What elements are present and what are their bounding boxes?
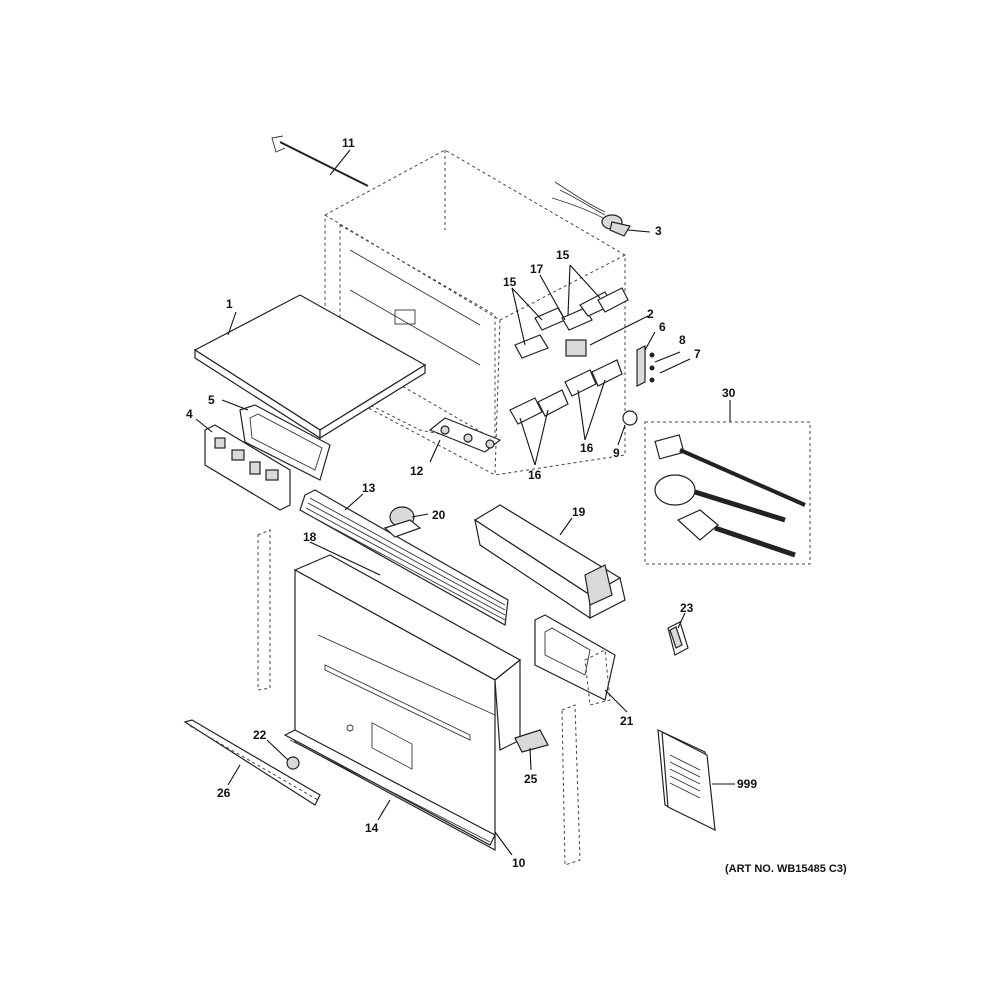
callout-17: 17 — [530, 262, 544, 276]
part-top-panel — [193, 294, 427, 440]
callout-12: 12 — [410, 464, 424, 478]
part-front-panel — [293, 554, 522, 852]
callout-26: 26 — [217, 786, 231, 800]
callout-7: 7 — [694, 347, 701, 361]
part-trim-strip — [283, 729, 496, 846]
part-small-bracket — [667, 621, 689, 656]
callout-18: 18 — [303, 530, 317, 544]
callout-14: 14 — [365, 821, 379, 835]
callout-6: 6 — [659, 320, 666, 334]
callout-999: 999 — [737, 777, 757, 791]
part-hinge — [514, 729, 549, 753]
callout-20: 20 — [432, 508, 446, 522]
callout-16b: 16 — [580, 441, 594, 455]
leader-lines — [195, 149, 735, 856]
callout-13: 13 — [362, 481, 376, 495]
callout-19: 19 — [572, 505, 586, 519]
part-control-board — [204, 424, 291, 511]
part-kick-plate — [183, 719, 321, 806]
callout-4: 4 — [186, 407, 193, 421]
part-button — [286, 756, 300, 770]
callout-1: 1 — [226, 297, 233, 311]
part-block — [565, 339, 587, 357]
part-sensor-plate — [428, 417, 502, 453]
part-control-panel — [534, 614, 616, 706]
part-heater-box — [473, 504, 626, 620]
part-vent-grille — [299, 489, 509, 626]
callout-21: 21 — [620, 714, 634, 728]
part-accessory-kit — [644, 421, 811, 565]
callout-25: 25 — [524, 772, 538, 786]
callout-23: 23 — [680, 601, 694, 615]
part-motor — [383, 506, 422, 538]
callout-3: 3 — [655, 224, 662, 238]
callout-30: 30 — [722, 386, 736, 400]
part-wire-harness — [551, 181, 631, 237]
part-brackets — [509, 287, 629, 425]
callout-22: 22 — [253, 728, 267, 742]
callout-15b: 15 — [556, 248, 570, 262]
callout-11: 11 — [342, 136, 355, 150]
callout-15a: 15 — [503, 275, 517, 289]
part-terminal-block — [636, 345, 655, 387]
callout-10: 10 — [512, 856, 526, 870]
callout-2: 2 — [647, 307, 654, 321]
art-number: (ART NO. WB15485 C3) — [725, 863, 847, 875]
callout-labels: 11 1 3 15 17 15 2 6 8 7 30 5 4 9 16 12 1… — [186, 136, 757, 870]
callout-9: 9 — [613, 446, 620, 460]
part-frame — [239, 404, 331, 481]
part-rod — [271, 135, 369, 187]
part-knob — [622, 410, 638, 426]
oven-cavity-frame — [324, 149, 626, 476]
callout-5: 5 — [208, 393, 215, 407]
callout-16a: 16 — [528, 468, 542, 482]
callout-8: 8 — [679, 333, 686, 347]
part-side-panel-right — [561, 704, 581, 866]
part-side-panel-left — [257, 529, 271, 691]
part-manual — [657, 729, 716, 832]
